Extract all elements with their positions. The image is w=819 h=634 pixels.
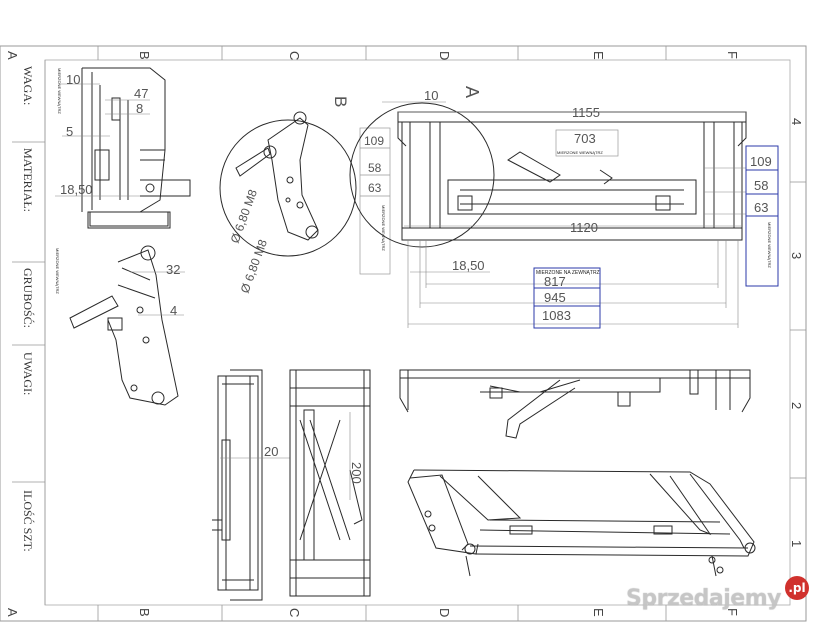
measure-box-703 <box>555 129 619 157</box>
measure-note: MIERZONE WEWNĄTRZ <box>557 150 603 155</box>
dim-label: 109 <box>750 154 772 169</box>
dim-label: 58 <box>368 161 382 175</box>
watermark-badge: .pl <box>785 576 809 600</box>
drawing-border <box>44 59 791 606</box>
zone-letter: A <box>5 51 20 60</box>
side-view <box>81 67 191 229</box>
dim-label: 18,50 <box>60 182 93 197</box>
zone-number: 1 <box>789 540 804 547</box>
side-view-dims <box>55 83 150 197</box>
watermark: Sprzedajemy .pl <box>626 576 809 618</box>
dim-label: 63 <box>754 200 768 215</box>
zone-letter: D <box>437 51 452 60</box>
bracket-view <box>69 245 179 406</box>
side-note: MIERZONE WEWNĄTRZ <box>55 248 60 294</box>
zone-letter: C <box>287 51 302 60</box>
dim-label-thread: Ø 6,80 M8 <box>228 187 260 245</box>
zone-number: 2 <box>789 402 804 409</box>
dim-label: 1083 <box>542 308 571 323</box>
dim-label: 10 <box>424 88 438 103</box>
zone-letter: B <box>137 51 152 60</box>
dim-label: 5 <box>66 124 73 139</box>
section-a-label: A <box>462 86 482 98</box>
dim-label-width-overall: 1155 <box>572 105 600 120</box>
zone-number: 3 <box>789 252 804 259</box>
zone-letter: C <box>287 608 302 617</box>
zone-letter: D <box>437 608 452 617</box>
title-field-weight: WAGA: <box>21 66 35 105</box>
main-dim-lines <box>382 101 746 328</box>
title-field-thickness: GRUBOŚĆ: <box>21 268 35 328</box>
isometric-view <box>407 469 756 577</box>
bracket-dims <box>130 271 185 316</box>
side-elevation-view <box>399 369 751 439</box>
sheet-frame <box>0 45 807 622</box>
dim-label: 817 <box>544 274 566 289</box>
dim-label: 20 <box>264 444 278 459</box>
watermark-text: Sprzedajemy <box>626 585 782 611</box>
title-block <box>12 60 46 605</box>
zone-number: 4 <box>789 118 804 125</box>
dim-label: 8 <box>136 101 143 116</box>
zone-ticks <box>97 46 806 621</box>
zone-letter: E <box>591 51 606 60</box>
external-note: MIERZONE NA ZEWNĄTRZ <box>536 270 600 276</box>
dim-label: 63 <box>368 181 382 195</box>
right-measure-box <box>745 145 779 287</box>
zone-letter: A <box>5 608 20 617</box>
dim-label: 58 <box>754 178 768 193</box>
zone-letter: E <box>591 608 606 617</box>
zone-letters-bottom: A B C D E F <box>5 608 740 617</box>
zone-letter: F <box>725 51 740 59</box>
dim-label: 10 <box>66 72 80 87</box>
title-field-material: MATERIAŁ: <box>21 148 35 212</box>
detail-b-label: B <box>331 96 350 107</box>
dim-label: 703 <box>574 131 596 146</box>
detail-measure-box <box>359 127 391 275</box>
dim-label: 18,50 <box>452 258 485 273</box>
dim-label: 109 <box>364 134 384 148</box>
narrow-side-view <box>212 369 263 601</box>
measure-note: MIERZONE WEWNĄTRZ <box>381 205 386 251</box>
dim-label: 1120 <box>570 220 598 235</box>
zone-letter: F <box>725 608 740 616</box>
dim-label: 4 <box>170 303 177 318</box>
zone-numbers-right: 4 3 2 1 <box>789 118 804 547</box>
title-field-quantity: ILOŚĆ SZT: <box>21 490 35 552</box>
zone-letter: B <box>137 608 152 617</box>
main-front-view <box>397 111 747 241</box>
side-note: MIERZONE WEWNĄTRZ <box>57 68 62 114</box>
detail-b-view <box>219 111 357 257</box>
dim-label: 47 <box>134 86 148 101</box>
top-plan-view <box>289 369 371 597</box>
dim-label: 200 <box>349 462 364 484</box>
title-field-remarks: UWAGI: <box>21 352 35 395</box>
dim-label-thread: Ø 6,80 M8 <box>238 237 270 295</box>
measure-note: MIERZONE WEWNĄTRZ <box>767 222 772 268</box>
detail-b-callout-circle <box>349 102 495 248</box>
dim-label: 32 <box>166 262 180 277</box>
zone-letters-top: A B C D E F <box>5 51 740 60</box>
dim-label: 945 <box>544 290 566 305</box>
external-measure-box <box>533 267 601 329</box>
